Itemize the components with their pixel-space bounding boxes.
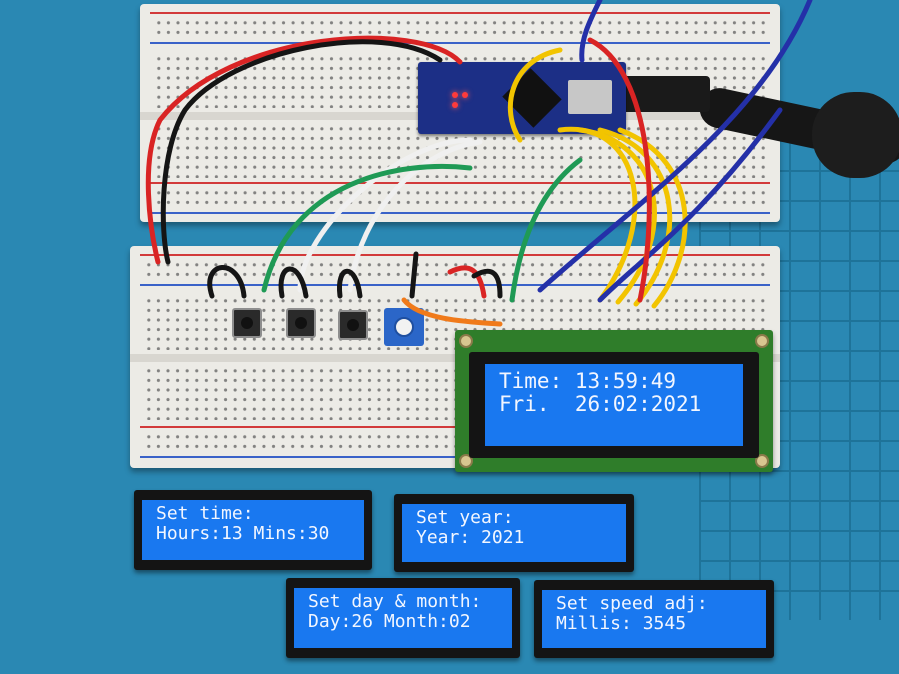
status-led <box>462 92 468 98</box>
wire-black <box>278 266 309 299</box>
power-led <box>452 92 458 98</box>
lcd-screen: Set year: Year: 2021 <box>402 504 626 562</box>
lcd-set-speed: Set speed adj: Millis: 3545 <box>534 580 774 658</box>
lcd-line-1: Set day & month: <box>308 591 482 612</box>
rx-led <box>452 102 458 108</box>
lcd-screen: Set day & month: Day:26 Month:02 <box>294 588 512 648</box>
wire-green <box>509 157 583 303</box>
lcd-screen: Time: 13:59:49 Fri. 26:02:2021 <box>485 364 743 446</box>
wire-black <box>207 265 247 299</box>
ferrite-bead <box>812 92 899 178</box>
lcd-line-1: Set time: <box>156 503 254 524</box>
lcd-line-2: Fri. 26:02:2021 <box>499 392 702 417</box>
lcd-line-1: Set year: <box>416 507 514 528</box>
rail-red-line <box>150 12 770 14</box>
lcd-line-2: Year: 2021 <box>416 526 525 548</box>
rail-blue-line <box>150 212 770 214</box>
wire-yellow <box>557 126 638 303</box>
mini-usb-port <box>568 80 612 114</box>
lcd-line-2: Millis: 3545 <box>556 612 687 634</box>
rail-holes <box>154 18 766 38</box>
mount-hole <box>755 334 769 348</box>
wire-blue <box>579 0 603 63</box>
lcd-screen: Set time: Hours:13 Mins:30 <box>142 500 364 560</box>
push-button-1[interactable] <box>232 308 262 338</box>
wire-orange <box>401 297 503 327</box>
wire-black <box>160 39 443 265</box>
lcd-set-year: Set year: Year: 2021 <box>394 494 634 572</box>
wire-black <box>471 268 503 299</box>
wire-black <box>409 251 419 299</box>
lcd-bezel: Time: 13:59:49 Fri. 26:02:2021 <box>469 352 759 458</box>
lcd-line-1: Time: 13:59:49 <box>499 369 677 393</box>
wire-red <box>447 265 487 299</box>
mount-hole <box>755 454 769 468</box>
push-button-2[interactable] <box>286 308 316 338</box>
lcd-set-day-month: Set day & month: Day:26 Month:02 <box>286 578 520 658</box>
lcd-line-2: Day:26 Month:02 <box>308 610 471 632</box>
wire-red <box>587 37 652 303</box>
wire-blue <box>597 107 783 303</box>
wire-yellow <box>507 47 563 143</box>
lcd-main-display: Time: 13:59:49 Fri. 26:02:2021 <box>455 330 773 472</box>
potentiometer[interactable] <box>384 308 424 346</box>
lcd-screen: Set speed adj: Millis: 3545 <box>542 590 766 648</box>
push-button-3[interactable] <box>338 310 368 340</box>
lcd-line-2: Hours:13 Mins:30 <box>156 522 330 544</box>
rail-red-line <box>150 182 770 184</box>
wire-yellow <box>597 127 673 307</box>
rail-holes <box>154 188 766 208</box>
rail-red-line <box>140 254 770 256</box>
wire-green <box>261 163 473 293</box>
rail-blue-line <box>150 42 770 44</box>
wire-black <box>336 268 363 299</box>
wire-red <box>145 35 463 265</box>
lcd-line-1: Set speed adj: <box>556 593 708 614</box>
rail-blue-line <box>140 284 770 286</box>
wire-white <box>297 137 473 293</box>
mount-hole <box>459 334 473 348</box>
lcd-set-time: Set time: Hours:13 Mins:30 <box>134 490 372 570</box>
wire-white <box>347 139 483 293</box>
wire-blue <box>537 0 813 293</box>
